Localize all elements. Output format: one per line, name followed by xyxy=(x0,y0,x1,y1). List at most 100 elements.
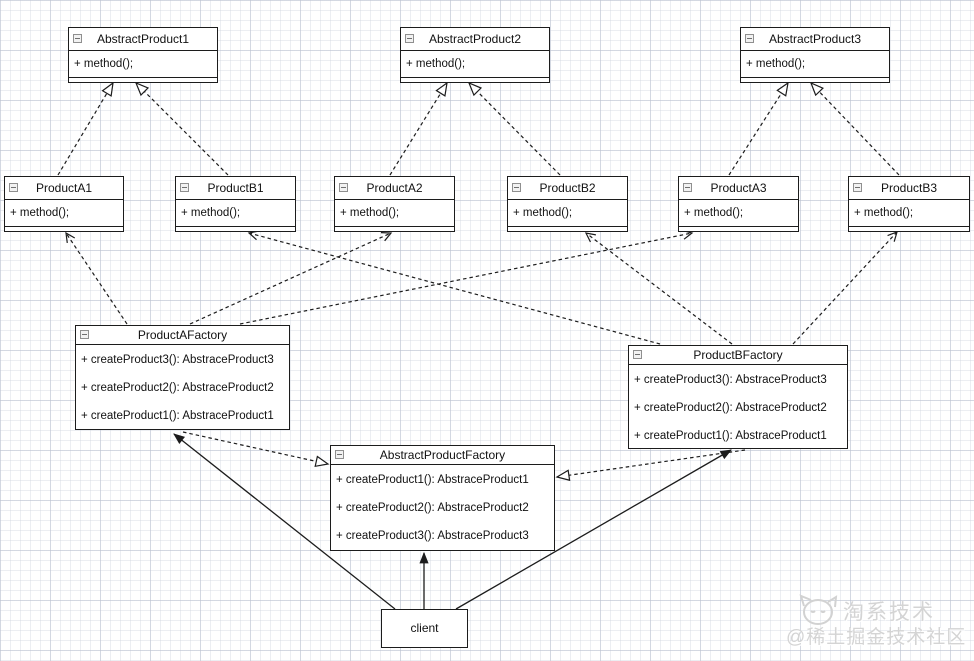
class-member: + method(); xyxy=(741,50,889,77)
class-title: ProductB3 xyxy=(880,181,938,195)
edge-realization-productB3-abstractProduct3 xyxy=(809,81,900,176)
class-header: ProductA1 xyxy=(5,177,123,199)
class-member: + createProduct2(): AbstraceProduct2 xyxy=(81,382,274,394)
class-title: ProductAFactory xyxy=(137,328,228,342)
class-member: + method(); xyxy=(849,199,969,226)
collapse-icon xyxy=(339,183,348,192)
collapse-icon xyxy=(335,450,344,459)
class-member: + method(); xyxy=(401,50,549,77)
class-member: + createProduct1(): AbstraceProduct1 xyxy=(634,430,827,442)
empty-compartment xyxy=(679,226,798,231)
class-box-producta1: ProductA1 + method(); xyxy=(4,176,124,232)
class-members: + createProduct3(): AbstraceProduct3 + c… xyxy=(76,344,289,430)
edge-dependency-productAFactory-productA3 xyxy=(239,229,694,325)
empty-compartment xyxy=(176,226,295,231)
collapse-icon xyxy=(853,183,862,192)
class-title: AbstractProductFactory xyxy=(379,448,506,462)
empty-compartment xyxy=(508,226,627,231)
edge-association-client-productBFactory xyxy=(455,449,732,610)
class-title: ProductA3 xyxy=(710,181,767,195)
empty-compartment xyxy=(849,226,969,231)
class-header: AbstractProduct3 xyxy=(741,28,889,50)
edge-association-client-productAFactory xyxy=(173,433,396,610)
class-box-productb2: ProductB2 + method(); xyxy=(507,176,628,232)
collapse-icon xyxy=(73,34,82,43)
class-title: AbstractProduct2 xyxy=(428,32,522,46)
class-header: ProductB2 xyxy=(508,177,627,199)
collapse-icon xyxy=(512,183,521,192)
edge-realization-productAFactory-abstractProductFactory xyxy=(182,431,330,468)
class-header: ProductA3 xyxy=(679,177,798,199)
edge-realization-productA3-abstractProduct3 xyxy=(728,81,789,176)
class-title: ProductBFactory xyxy=(693,348,783,362)
class-member: + method(); xyxy=(69,50,217,77)
collapse-icon xyxy=(405,34,414,43)
collapse-icon xyxy=(80,330,89,339)
class-box-abstractproduct2: AbstractProduct2 + method(); xyxy=(400,27,550,83)
class-header: AbstractProduct2 xyxy=(401,28,549,50)
collapse-icon xyxy=(683,183,692,192)
class-header: ProductB3 xyxy=(849,177,969,199)
class-member: + createProduct3(): AbstraceProduct3 xyxy=(336,530,529,542)
empty-compartment xyxy=(401,77,549,82)
class-title: AbstractProduct3 xyxy=(768,32,862,46)
edge-dependency-productBFactory-productB3 xyxy=(792,231,898,345)
edge-realization-productA2-abstractProduct2 xyxy=(389,81,448,176)
class-header: AbstractProductFactory xyxy=(331,446,554,464)
class-member: + createProduct1(): AbstraceProduct1 xyxy=(336,474,529,486)
class-member: + method(); xyxy=(5,199,123,226)
cat-face-icon xyxy=(799,594,838,625)
class-header: ProductB1 xyxy=(176,177,295,199)
empty-compartment xyxy=(69,77,217,82)
class-title: ProductB2 xyxy=(539,181,596,195)
class-box-productafactory: ProductAFactory + createProduct3(): Abst… xyxy=(75,325,290,430)
class-header: ProductA2 xyxy=(335,177,454,199)
edge-realization-productA1-abstractProduct1 xyxy=(57,81,114,176)
class-box-abstractproduct1: AbstractProduct1 + method(); xyxy=(68,27,218,83)
class-title: AbstractProduct1 xyxy=(96,32,190,46)
empty-compartment xyxy=(335,226,454,231)
class-title: ProductB1 xyxy=(207,181,264,195)
class-box-productb3: ProductB3 + method(); xyxy=(848,176,970,232)
watermark-brand: 淘系技术 xyxy=(843,601,935,624)
class-title: ProductA1 xyxy=(35,181,93,195)
class-member: + createProduct1(): AbstraceProduct1 xyxy=(81,410,274,422)
class-box-abstractproductfactory: AbstractProductFactory + createProduct1(… xyxy=(330,445,555,551)
class-box-productb1: ProductB1 + method(); xyxy=(175,176,296,232)
edge-realization-productBFactory-abstractProductFactory xyxy=(555,449,746,482)
class-member: + method(); xyxy=(679,199,798,226)
class-member: + createProduct3(): AbstraceProduct3 xyxy=(81,354,274,366)
class-member: + createProduct2(): AbstraceProduct2 xyxy=(336,502,529,514)
class-header: ProductAFactory xyxy=(76,326,289,344)
class-header: AbstractProduct1 xyxy=(69,28,217,50)
class-box-producta3: ProductA3 + method(); xyxy=(678,176,799,232)
class-title: ProductA2 xyxy=(366,181,423,195)
watermark-community: @稀土掘金技术社区 xyxy=(786,627,967,648)
class-member: + createProduct3(): AbstraceProduct3 xyxy=(634,374,827,386)
edge-realization-productB1-abstractProduct1 xyxy=(134,81,229,176)
class-member: + method(); xyxy=(335,199,454,226)
class-box-producta2: ProductA2 + method(); xyxy=(334,176,455,232)
class-member: + method(); xyxy=(176,199,295,226)
edge-realization-productB2-abstractProduct2 xyxy=(467,81,561,176)
class-title: client xyxy=(410,621,439,635)
empty-compartment xyxy=(5,226,123,231)
class-members: + createProduct3(): AbstraceProduct3 + c… xyxy=(629,364,847,450)
collapse-icon xyxy=(745,34,754,43)
class-box-client: client xyxy=(381,609,468,648)
edge-dependency-productAFactory-productA2 xyxy=(189,232,393,325)
edge-dependency-productAFactory-productA1 xyxy=(65,231,128,325)
edge-dependency-productBFactory-productB2 xyxy=(584,232,733,345)
class-member: + createProduct2(): AbstraceProduct2 xyxy=(634,402,827,414)
collapse-icon xyxy=(633,350,642,359)
class-header: ProductBFactory xyxy=(629,346,847,364)
collapse-icon xyxy=(180,183,189,192)
edge-dependency-productBFactory-productB1 xyxy=(247,230,661,345)
class-box-abstractproduct3: AbstractProduct3 + method(); xyxy=(740,27,890,83)
empty-compartment xyxy=(741,77,889,82)
class-member: + method(); xyxy=(508,199,627,226)
class-box-productbfactory: ProductBFactory + createProduct3(): Abst… xyxy=(628,345,848,449)
collapse-icon xyxy=(9,183,18,192)
